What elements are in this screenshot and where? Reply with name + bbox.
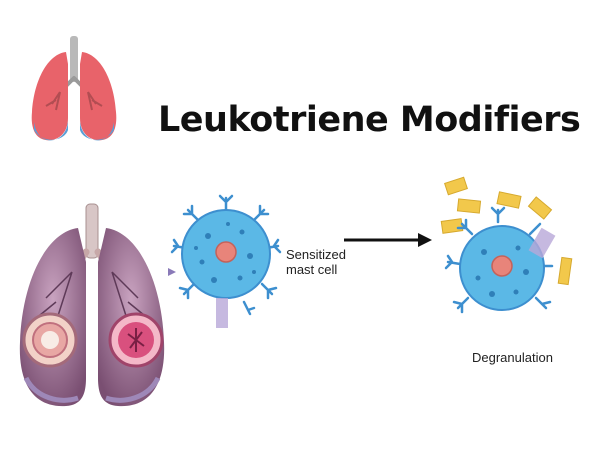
granule-icon xyxy=(444,176,468,196)
label-line: mast cell xyxy=(286,262,338,277)
granule-icon xyxy=(496,191,522,209)
lungs-icon xyxy=(31,36,117,141)
label-line: Sensitized xyxy=(286,247,346,262)
lungs-anatomy-illustration xyxy=(19,203,165,407)
arrow-right-icon xyxy=(344,233,432,247)
granule-icon xyxy=(456,198,482,214)
degranulation-label: Degranulation xyxy=(472,350,553,365)
sensitized-mast-cell-label: Sensitized mast cell xyxy=(286,247,366,277)
granule-icon xyxy=(527,196,553,220)
granule-icon xyxy=(440,218,464,234)
page-title: Leukotriene Modifiers xyxy=(158,100,581,140)
mast-cell-illustration xyxy=(168,194,282,328)
mast-cell-illustration xyxy=(440,176,573,314)
granule-icon xyxy=(557,256,573,286)
